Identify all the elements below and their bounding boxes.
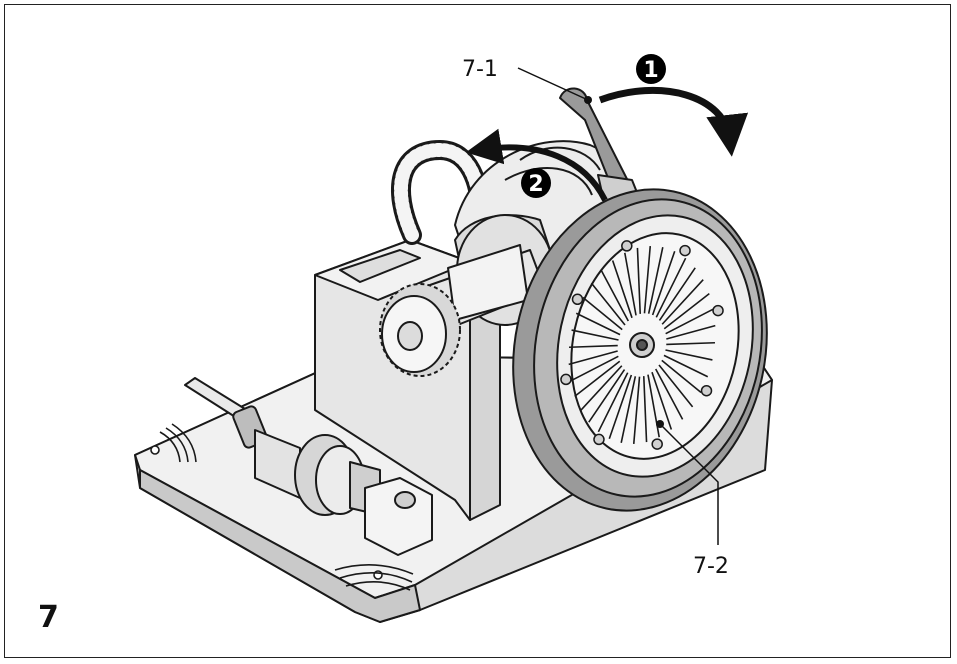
wheel-spoke bbox=[571, 329, 619, 341]
wheel-spoke bbox=[620, 376, 637, 443]
adjustment-knob bbox=[379, 244, 546, 377]
wheel-bolt bbox=[679, 244, 691, 257]
wheel-spoke bbox=[651, 251, 676, 316]
wheel-bolt bbox=[621, 240, 633, 252]
wheel-spoke bbox=[624, 252, 637, 316]
rotation-arrow-2 bbox=[465, 128, 608, 202]
figure-frame bbox=[4, 4, 951, 658]
wheel-spoke bbox=[666, 324, 716, 340]
wheel-bolt bbox=[651, 438, 663, 450]
callout-7-1: 7-1 bbox=[462, 57, 498, 82]
wheel-spoke bbox=[580, 365, 623, 411]
wheel-bolt bbox=[560, 373, 572, 386]
wheel-bolt bbox=[593, 433, 605, 446]
leader-dot-7-1 bbox=[584, 96, 592, 104]
callout-7-2: 7-2 bbox=[693, 554, 729, 579]
wheel-bolt bbox=[571, 293, 584, 306]
wheel-bolt bbox=[700, 384, 713, 397]
wheel-bolts bbox=[560, 240, 724, 450]
wheel-spoke bbox=[570, 355, 619, 382]
wheel-spoke bbox=[574, 360, 621, 398]
front-spindle bbox=[184, 377, 433, 556]
svg-text:1: 1 bbox=[643, 58, 658, 83]
wheel-spoke bbox=[611, 260, 633, 319]
svg-text:2: 2 bbox=[528, 172, 543, 197]
wheel-spoke bbox=[661, 359, 702, 394]
step-badge-1: 1 bbox=[636, 54, 666, 84]
wheel-spoke bbox=[666, 341, 715, 346]
wheel-spoke bbox=[665, 349, 713, 361]
wheel-spoke bbox=[655, 368, 684, 420]
wheel-spoke bbox=[588, 369, 626, 423]
wheel-spoke bbox=[658, 364, 694, 408]
wheel-spoke bbox=[636, 247, 642, 314]
wheel-spoke bbox=[597, 372, 629, 433]
leader-line-7-1 bbox=[517, 67, 589, 101]
wheel-spoke bbox=[590, 282, 626, 326]
wheel-spoke bbox=[569, 344, 618, 349]
wheel-bolt bbox=[712, 304, 724, 317]
base-corner-slots bbox=[150, 423, 414, 591]
wheel-spoke bbox=[658, 267, 696, 321]
wheel-spoke bbox=[647, 247, 664, 314]
wheel-spoke bbox=[582, 296, 623, 331]
wheel-spokes bbox=[568, 246, 716, 444]
wheel-spoke bbox=[655, 257, 687, 318]
wheel-7-2 bbox=[512, 188, 768, 512]
figure-number: 7 bbox=[38, 600, 59, 635]
wheel-spoke bbox=[651, 371, 673, 430]
wheel-spoke bbox=[663, 292, 710, 330]
wheel-spoke bbox=[568, 350, 618, 366]
step-badge-2: 2 bbox=[521, 168, 551, 198]
wheel-spoke bbox=[665, 308, 714, 335]
leader-dot-7-2 bbox=[656, 420, 664, 428]
rotation-arrow-1 bbox=[598, 86, 749, 157]
wheel-spoke bbox=[608, 374, 633, 439]
wheel-spoke bbox=[575, 312, 621, 336]
leader-line-7-2 bbox=[659, 423, 719, 545]
wheel-spoke bbox=[643, 246, 652, 314]
wheel-spoke bbox=[661, 279, 704, 325]
wheel-spoke bbox=[642, 376, 648, 443]
wheel-spoke bbox=[632, 376, 641, 444]
wheel-spoke bbox=[600, 270, 629, 322]
wheel-spoke bbox=[663, 354, 709, 378]
